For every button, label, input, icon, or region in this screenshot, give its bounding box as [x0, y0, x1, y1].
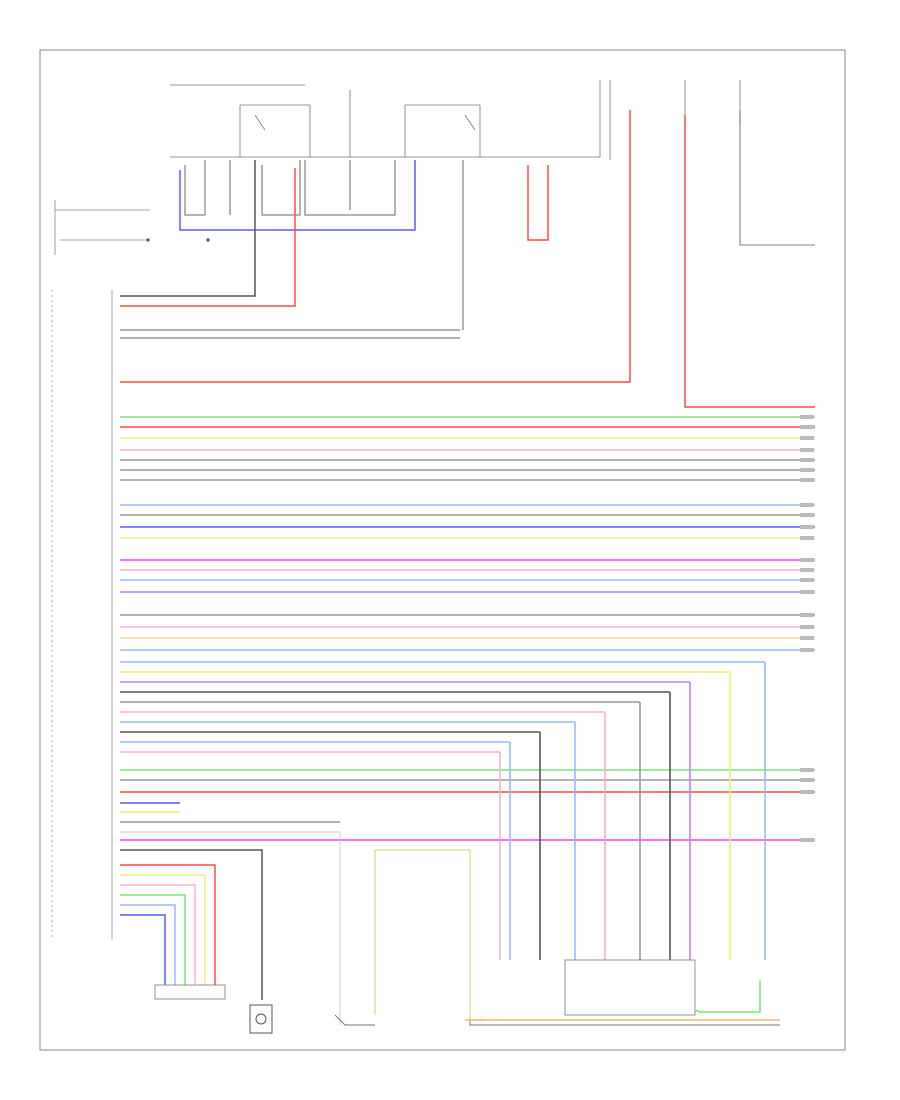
- connector-pin: [800, 458, 814, 462]
- connector-pin: [800, 578, 814, 582]
- connector-pin: [800, 558, 814, 562]
- connector-pin: [800, 478, 814, 482]
- connector-pin: [800, 768, 814, 772]
- harness-horizontal-wires: [120, 329, 815, 841]
- bottom-left-components: [120, 849, 273, 1034]
- connector-pin: [800, 503, 814, 507]
- connector-pin: [800, 425, 814, 429]
- connector-pin: [800, 536, 814, 540]
- connector-pin: [800, 648, 814, 652]
- connector-pin: [800, 778, 814, 782]
- bottom-center-components: [120, 831, 780, 1026]
- harness-vertical-wires: [499, 662, 766, 960]
- top-relay-block: [170, 80, 741, 160]
- connector-pin: [800, 448, 814, 452]
- connector-pin: [800, 636, 814, 640]
- top-wires: [120, 110, 815, 408]
- connector-pin: [800, 513, 814, 517]
- connector-pin: [800, 590, 814, 594]
- diagram-frame: [39, 49, 846, 1051]
- connector-pin: [800, 415, 814, 419]
- connector-pin: [800, 838, 814, 842]
- left-top-components: [54, 200, 210, 255]
- connector-pin: [800, 568, 814, 572]
- connector-pin: [800, 436, 814, 440]
- right-connector-ticks: [800, 415, 814, 842]
- connector-pin: [800, 790, 814, 794]
- connector-pin: [800, 468, 814, 472]
- connector-pin: [800, 525, 814, 529]
- connector-pin: [800, 625, 814, 629]
- connector-pin: [800, 613, 814, 617]
- left-connector: [51, 290, 113, 940]
